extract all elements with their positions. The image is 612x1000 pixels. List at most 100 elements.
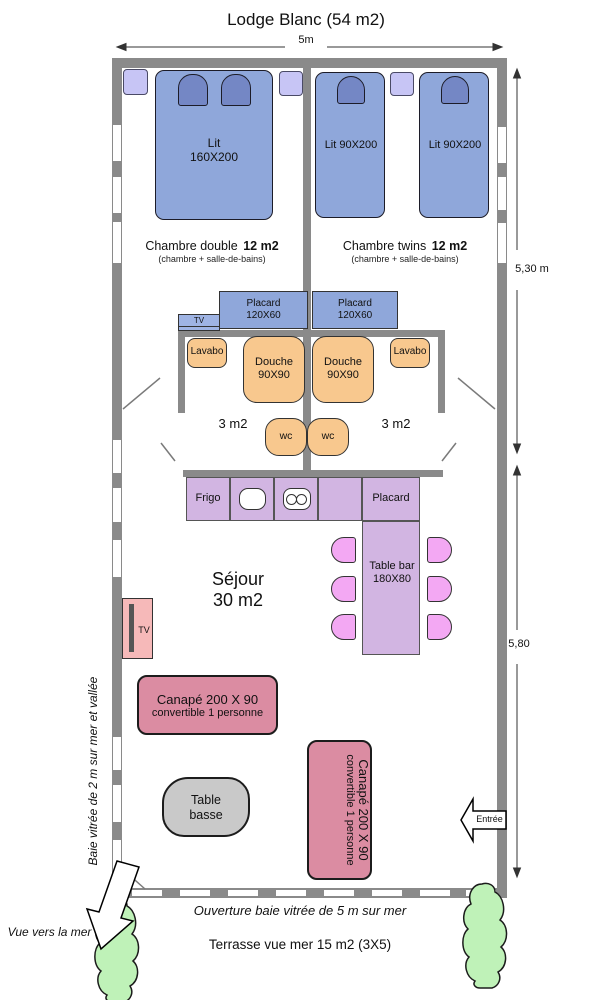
canape-label: Canapé 200 X 90	[156, 692, 259, 707]
tv-label: TV	[179, 316, 219, 328]
canape-sublabel: convertible 1 personne	[343, 754, 356, 866]
bathroom-area-left: 3 m2	[218, 416, 248, 431]
window-opening	[113, 840, 121, 870]
lavabo-left: Lavabo	[187, 338, 227, 368]
wc-label: wc	[321, 430, 335, 442]
sejour-area: 30 m2	[212, 590, 264, 611]
dimension-upper-label: 5,30 m	[515, 263, 549, 275]
placard-label: Placard	[246, 298, 281, 309]
window-opening	[113, 125, 121, 161]
baie-vitree-left-label: Baie vitrée de 2 m sur mer et vallée	[85, 676, 100, 866]
bed-label: Lit 90X200	[324, 139, 378, 151]
bar-chair	[331, 614, 356, 640]
douche-left: Douche 90X90	[243, 336, 305, 403]
douche-size: 90X90	[258, 368, 290, 381]
room-name: Chambre double	[145, 239, 238, 253]
lavabo-label: Lavabo	[190, 346, 224, 357]
bed-pillow	[178, 74, 208, 106]
wc-label: wc	[279, 430, 293, 442]
vue-mer-label: Vue vers la mer	[7, 925, 92, 939]
window-opening	[113, 440, 121, 473]
tv-unit: TV	[122, 598, 153, 659]
bar-chair	[427, 576, 452, 602]
sejour-name: Séjour	[211, 569, 265, 589]
window-opening	[113, 785, 121, 822]
window-opening	[113, 177, 121, 213]
kitchen-hob-unit	[274, 477, 318, 521]
window-opening	[498, 223, 506, 263]
douche-label: Douche	[255, 356, 293, 368]
table-bar-size: 180X80	[373, 572, 411, 585]
wc-right: wc	[307, 418, 349, 456]
dimension-lower	[512, 464, 522, 879]
nightstand	[123, 69, 148, 95]
tv-label: TV	[138, 625, 150, 635]
hob-icon	[283, 488, 311, 510]
douche-right: Douche 90X90	[312, 336, 374, 403]
dimension-upper	[512, 67, 522, 455]
bar-chair	[427, 614, 452, 640]
entree-label: Entrée	[476, 814, 503, 824]
room-name: Chambre twins	[342, 239, 427, 253]
bed-label: Lit	[207, 136, 221, 150]
kitchen-frigo: Frigo	[186, 477, 230, 521]
terrasse-label: Terrasse vue mer 15 m2 (3X5)	[208, 937, 392, 952]
bay-opening-segment	[324, 890, 354, 896]
canape-label: Canapé 200 X 90	[356, 759, 371, 861]
window-opening	[498, 127, 506, 163]
tv-screen-icon	[129, 604, 134, 652]
bay-opening-segment	[466, 890, 496, 896]
dimension-lower-label: 5,80	[508, 638, 530, 650]
kitchen-counter-unit	[318, 477, 362, 521]
bed-pillow	[441, 76, 469, 104]
bar-chair	[427, 537, 452, 563]
wall-bottom	[112, 888, 507, 898]
wall-kitchen	[183, 470, 443, 477]
nightstand	[279, 71, 303, 96]
placard-left: Placard 120X60	[219, 291, 308, 329]
placard-label: Placard	[372, 492, 410, 504]
lavabo-right: Lavabo	[390, 338, 430, 368]
sink-icon	[239, 488, 266, 510]
table-basse-label: Table	[191, 793, 221, 807]
nightstand	[390, 72, 414, 96]
hob-burner-icon	[296, 494, 307, 505]
bay-opening-segment	[276, 890, 306, 896]
bed-pillow	[221, 74, 251, 106]
window-opening	[113, 222, 121, 263]
room-label-double: Chambre double 12 m2 (chambre + salle-de…	[127, 239, 297, 264]
bed-size: 160X200	[189, 150, 239, 165]
bathroom-area-right: 3 m2	[381, 416, 411, 431]
bay-opening-segment	[420, 890, 450, 896]
wall-bathroom-left	[178, 337, 185, 413]
tv-shelf-bedroom: TV	[178, 314, 220, 331]
table-bar-label: Table bar	[369, 560, 415, 572]
placard-label: Placard	[338, 298, 372, 309]
room-area: 12 m2	[431, 239, 468, 253]
window-opening	[113, 488, 121, 522]
ouverture-label: Ouverture baie vitrée de 5 m sur mer	[193, 903, 407, 918]
kitchen-sink-unit	[230, 477, 274, 521]
bay-opening-segment	[228, 890, 258, 896]
wall-top	[112, 58, 507, 68]
wc-left: wc	[265, 418, 307, 456]
bed-double: Lit 160X200	[155, 70, 273, 220]
canape-sublabel: convertible 1 personne	[151, 707, 264, 720]
window-opening	[113, 737, 121, 770]
window-opening	[498, 177, 506, 210]
table-basse-label2: basse	[189, 807, 223, 822]
wall-bedroom-divider	[303, 68, 311, 470]
bed-pillow	[337, 76, 365, 104]
wall-bathroom-top	[178, 330, 445, 337]
bay-opening-segment	[132, 890, 162, 896]
room-area: 12 m2	[243, 239, 279, 253]
placard-size: 120X60	[246, 309, 281, 321]
window-opening	[113, 540, 121, 577]
room-subtitle: (chambre + salle-de-bains)	[158, 253, 266, 264]
bed-twin-2: Lit 90X200	[419, 72, 489, 218]
bay-opening-segment	[372, 890, 402, 896]
room-label-twins: Chambre twins 12 m2 (chambre + salle-de-…	[320, 239, 490, 264]
wall-bathroom-right	[438, 337, 445, 413]
canape-convertible-2	[307, 740, 372, 880]
